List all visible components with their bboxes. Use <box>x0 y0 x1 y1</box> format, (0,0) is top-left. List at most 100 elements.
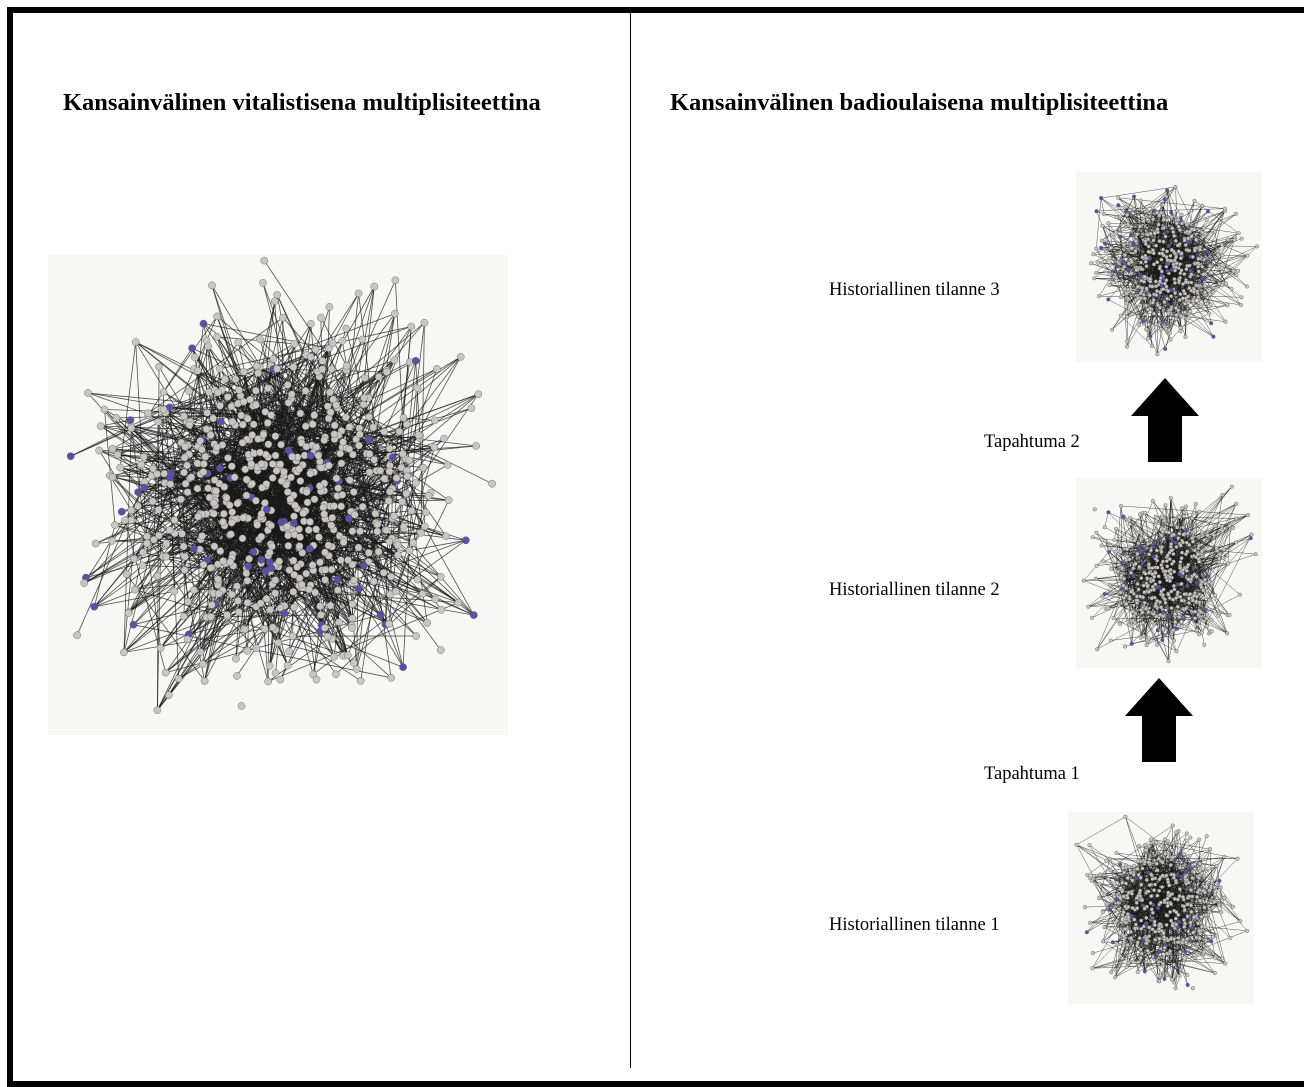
network-node <box>1232 270 1236 274</box>
network-node <box>290 364 297 371</box>
network-node <box>322 566 329 573</box>
network-node <box>1150 597 1154 601</box>
network-node <box>220 557 227 564</box>
network-node <box>181 553 188 560</box>
network-node <box>355 290 362 297</box>
network-node <box>339 337 346 344</box>
network-node <box>1113 564 1117 568</box>
network-node <box>1186 584 1190 588</box>
network-node <box>386 488 393 495</box>
network-node <box>433 365 440 372</box>
network-node <box>287 474 294 481</box>
network-node <box>291 604 298 611</box>
network-node <box>250 421 257 428</box>
network-node <box>284 381 291 388</box>
network-node <box>331 503 338 510</box>
network-node <box>259 279 266 286</box>
network-node <box>197 437 204 444</box>
network-node <box>377 467 384 474</box>
network-node <box>307 470 314 477</box>
network-node <box>1206 574 1210 578</box>
network-node <box>1204 608 1208 612</box>
network-node <box>1099 196 1103 200</box>
network-node <box>175 675 182 682</box>
network-node <box>1217 557 1221 561</box>
network-node <box>1108 283 1112 287</box>
network-node <box>1208 292 1212 296</box>
network-node <box>391 310 398 317</box>
network-node <box>1220 525 1224 529</box>
network-node <box>296 543 303 550</box>
network-node <box>1220 284 1224 288</box>
network-node <box>422 509 429 516</box>
network-node <box>224 454 231 461</box>
network-node <box>1237 231 1241 235</box>
network-node <box>1200 231 1204 235</box>
network-node <box>297 477 304 484</box>
network-node <box>238 412 245 419</box>
network-node <box>241 626 248 633</box>
network-node <box>431 417 438 424</box>
network-node <box>1178 228 1182 232</box>
network-node <box>1144 607 1148 611</box>
network-node <box>1162 277 1166 281</box>
network-node <box>1139 292 1143 296</box>
network-node <box>1187 563 1191 567</box>
network-node <box>205 485 212 492</box>
network-node <box>257 600 264 607</box>
left-panel-title: Kansainvälinen vitalistisena multiplisit… <box>63 89 541 117</box>
network-node <box>1122 265 1126 269</box>
network-node <box>214 389 221 396</box>
network-node <box>1207 268 1211 272</box>
network-node <box>455 599 462 606</box>
network-node <box>1160 516 1164 520</box>
network-node <box>334 587 341 594</box>
network-node <box>240 514 247 521</box>
network-node <box>344 556 351 563</box>
network-node <box>123 571 130 578</box>
network-node <box>1192 288 1196 292</box>
network-node <box>1203 284 1207 288</box>
network-node <box>1141 595 1145 599</box>
network-node <box>1155 289 1159 293</box>
network-node <box>1169 496 1173 500</box>
network-node <box>1155 261 1159 265</box>
network-node <box>1145 643 1149 647</box>
network-node <box>1089 262 1093 266</box>
network-node <box>316 482 323 489</box>
network-node <box>214 333 221 340</box>
network-node <box>489 480 496 487</box>
network-node <box>445 497 452 504</box>
network-node <box>179 530 186 537</box>
network-node <box>305 526 312 533</box>
network-node <box>1226 238 1230 242</box>
network-node <box>1235 273 1239 277</box>
network-node <box>1162 614 1166 618</box>
network-node <box>1120 567 1124 571</box>
network-node <box>122 517 129 524</box>
network-node <box>114 451 121 458</box>
network-node <box>1183 302 1187 306</box>
network-node <box>331 422 338 429</box>
network-node <box>91 603 98 610</box>
network-node <box>302 423 309 430</box>
network-node <box>1139 199 1143 203</box>
network-node <box>1108 273 1112 277</box>
network-node <box>213 487 220 494</box>
network-node <box>380 569 387 576</box>
network-node <box>1160 545 1164 549</box>
network-node <box>240 368 247 375</box>
network-node <box>1165 262 1169 266</box>
network-node <box>109 445 116 452</box>
network-node <box>290 513 297 520</box>
network-node <box>1154 571 1158 575</box>
network-node <box>1194 555 1198 559</box>
network-node <box>1124 205 1128 209</box>
network-node <box>1146 337 1150 341</box>
network-node <box>1126 315 1130 319</box>
network-node <box>1109 246 1113 250</box>
network-node <box>189 345 196 352</box>
network-node <box>1161 567 1165 571</box>
network-node <box>1151 206 1155 210</box>
network-node <box>1174 541 1178 545</box>
